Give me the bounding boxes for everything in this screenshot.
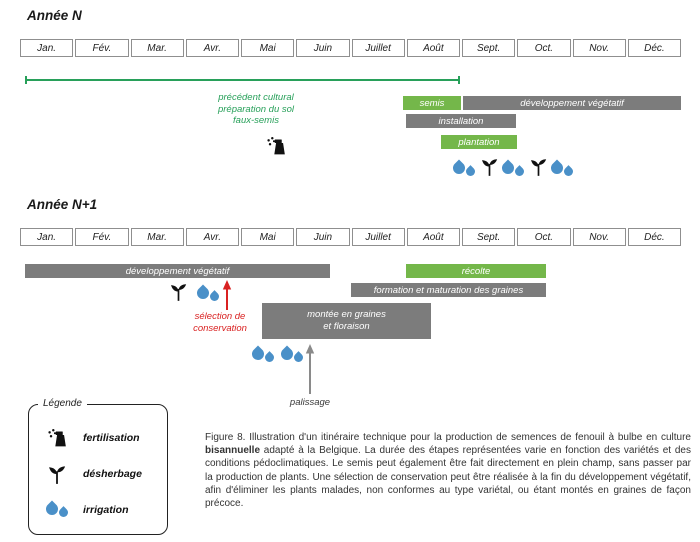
drop-shape	[562, 165, 575, 178]
month-cell: Sept.	[462, 39, 516, 57]
bar-installation: installation	[406, 114, 516, 128]
desherbage-icon	[171, 284, 187, 301]
bar-semis: semis	[403, 96, 461, 110]
desherbage-icon	[49, 466, 66, 484]
fertilisation-icon	[47, 428, 66, 446]
legend-item-label: irrigation	[83, 504, 129, 516]
legend-item-label: désherbage	[83, 468, 142, 480]
legend-item-fertilisation: fertilisation	[44, 426, 140, 450]
note-line: préparation du sol	[217, 103, 295, 115]
drop-shape	[464, 165, 477, 178]
cultivation-period-line	[25, 76, 460, 84]
selection-arrow-icon	[222, 280, 232, 310]
fertilisation-icon	[44, 426, 70, 450]
drop-shape	[450, 159, 468, 177]
drop-shape	[548, 159, 566, 177]
month-cell: Juin	[296, 228, 350, 246]
desherbage-icon	[44, 462, 70, 486]
bar-recolte: récolte	[406, 264, 546, 278]
month-cell: Mar.	[130, 228, 184, 246]
drop-shape	[249, 345, 267, 363]
month-cell: Avr.	[185, 228, 239, 246]
irrigation-icon	[278, 344, 305, 366]
caption-text: adapté à la Belgique. La durée des étape…	[205, 445, 691, 510]
drop-shape	[263, 351, 276, 364]
palissage-label: palissage	[289, 397, 331, 408]
fertilisation-icon	[267, 137, 285, 155]
irrigation-icon	[43, 499, 70, 521]
drop-shape	[57, 506, 70, 519]
month-cell: Avr.	[185, 39, 239, 57]
pre-cultural-note: précédent cultural préparation du sol fa…	[166, 92, 346, 127]
legend-item-desherbage: désherbage	[44, 462, 142, 486]
year-n-title: Année N	[27, 8, 82, 23]
month-cell: Fév.	[75, 228, 129, 246]
drop-shape	[43, 500, 61, 518]
drop-shape	[278, 345, 296, 363]
bar-formation-maturation: formation et maturation des graines	[351, 283, 546, 297]
months-header-n1: Jan. Fév. Mar. Avr. Mai Juin Juillet Aoû…	[20, 228, 681, 246]
drop-shape	[194, 284, 212, 302]
year-n1-title: Année N+1	[27, 197, 98, 212]
month-cell: Juin	[296, 39, 350, 57]
drop-shape	[208, 290, 221, 303]
figure-caption: Figure 8. Illustration d'un itinéraire t…	[205, 431, 691, 510]
caption-bold: bisannuelle	[205, 445, 261, 457]
legend-item-label: fertilisation	[83, 432, 140, 444]
month-cell: Mai	[241, 39, 295, 57]
drop-shape	[292, 351, 305, 364]
palissage-arrow-icon	[305, 344, 315, 394]
month-cell: Jan.	[20, 228, 74, 246]
month-cell: Oct.	[517, 228, 571, 246]
bar-plantation: plantation	[441, 135, 517, 149]
bar-developpement-vegetatif-n: développement végétatif	[463, 96, 681, 110]
bar-label-line: montée en graines	[307, 309, 386, 320]
drop-shape	[513, 165, 526, 178]
months-header-n: Jan. Fév. Mar. Avr. Mai Juin Juillet Aoû…	[20, 39, 681, 57]
note-line: précédent cultural	[218, 92, 294, 103]
month-cell: Oct.	[517, 39, 571, 57]
month-cell: Août	[406, 228, 460, 246]
month-cell: Sept.	[462, 228, 516, 246]
irrigation-icon	[249, 344, 276, 366]
caption-text: Figure 8. Illustration d'un itinéraire t…	[205, 432, 691, 443]
month-cell: Jan.	[20, 39, 74, 57]
note-line: faux-semis	[233, 115, 279, 126]
note-line: sélection de	[194, 311, 246, 322]
note-line: conservation	[193, 322, 247, 334]
month-cell: Nov.	[572, 39, 626, 57]
month-cell: Fév.	[75, 39, 129, 57]
irrigation-icon	[194, 283, 221, 305]
bar-developpement-vegetatif-n1: développement végétatif	[25, 264, 330, 278]
irrigation-icon	[499, 158, 526, 180]
month-cell: Mai	[241, 228, 295, 246]
desherbage-icon	[531, 159, 547, 176]
irrigation-icon	[548, 158, 575, 180]
bar-montee-en-graines: montée en graines et floraison	[262, 303, 431, 339]
drop-shape	[499, 159, 517, 177]
month-cell: Nov.	[572, 228, 626, 246]
legend-title: Légende	[38, 398, 87, 409]
month-cell: Août	[406, 39, 460, 57]
bar-label-line: et floraison	[323, 321, 370, 332]
selection-conservation-note: sélection de conservation	[168, 311, 272, 334]
month-cell: Mar.	[130, 39, 184, 57]
month-cell: Juillet	[351, 39, 405, 57]
desherbage-icon	[482, 159, 498, 176]
month-cell: Juillet	[351, 228, 405, 246]
month-cell: Déc.	[627, 39, 681, 57]
irrigation-icon	[450, 158, 477, 180]
month-cell: Déc.	[627, 228, 681, 246]
legend-box: Légende fertilisation désherbage	[28, 398, 168, 535]
irrigation-icon	[43, 498, 70, 522]
legend-item-irrigation: irrigation	[43, 498, 129, 522]
